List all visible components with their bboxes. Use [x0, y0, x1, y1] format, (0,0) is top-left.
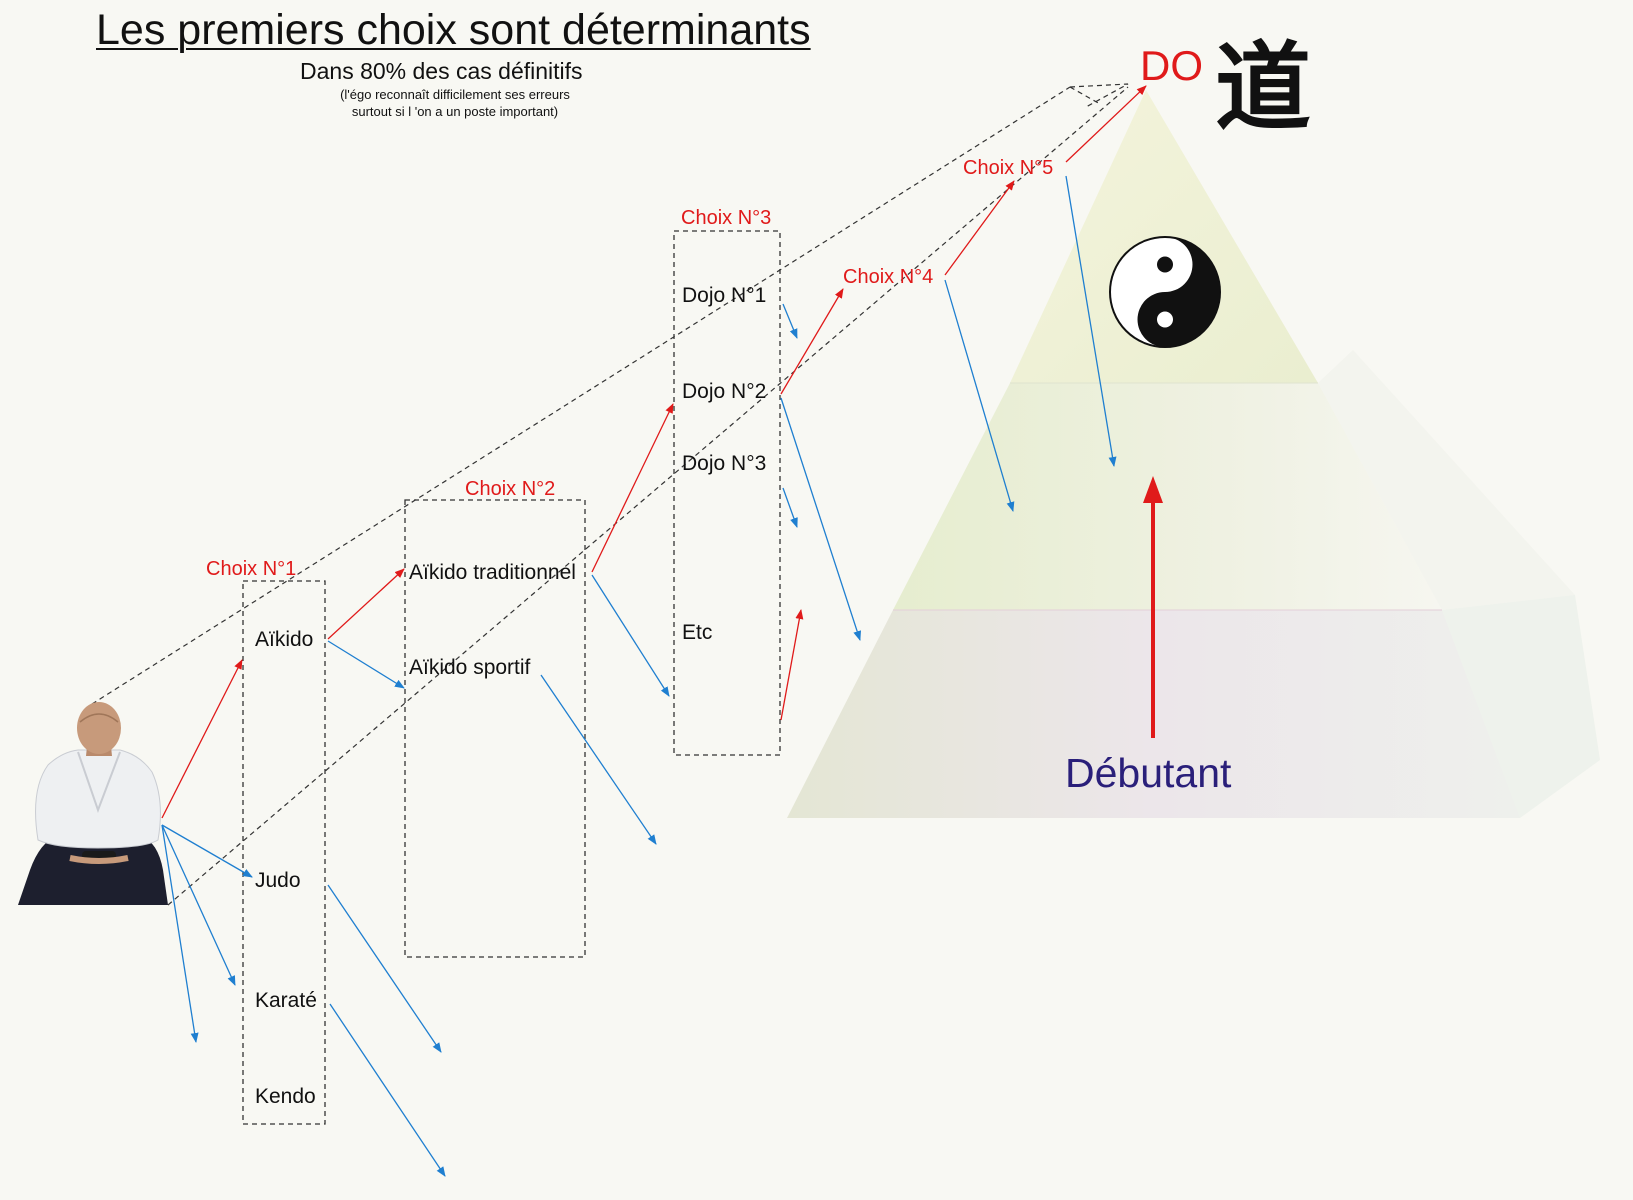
pyramid-base-label: Débutant [1065, 750, 1232, 796]
subtitle: Dans 80% des cas définitifs [300, 58, 583, 84]
pyramid [787, 90, 1600, 818]
note: (l'égo reconnaît difficilement ses erreu… [300, 86, 610, 120]
choice-1-item-aikido: Aïkido [255, 628, 314, 651]
choice-1-label: Choix N°1 [206, 558, 297, 580]
pyramid-apex-label: DO [1140, 42, 1203, 89]
choice-1-item-karate: Karaté [255, 989, 317, 1012]
page-title: Les premiers choix sont déterminants [96, 6, 811, 54]
choice-3-item-dojo-2: Dojo N°2 [682, 380, 767, 403]
dashed-guide-lines [91, 83, 1129, 906]
blue-arrows [161, 175, 1117, 1177]
choice-2-item-traditionnel: Aïkido traditionnel [409, 561, 576, 584]
choice-3-item-etc: Etc [682, 621, 713, 644]
pyramid-side-face-lower [1442, 595, 1600, 818]
choice-1-box [242, 580, 326, 1125]
practitioner-image [18, 702, 168, 905]
pyramid-side-face [1318, 350, 1575, 610]
progress-arrow-head [1143, 476, 1163, 503]
do-kanji: 道 [1215, 31, 1311, 144]
yin-yang-icon [1109, 236, 1221, 348]
note-line-2: surtout si l 'on a un poste important) [351, 104, 559, 119]
red-arrows [161, 85, 1147, 819]
choice-1-item-kendo: Kendo [255, 1085, 316, 1108]
pyramid-mid-tier [893, 383, 1442, 610]
choice-4-label: Choix N°4 [843, 266, 934, 288]
choice-1-item-judo: Judo [255, 869, 301, 892]
choice-3-item-dojo-1: Dojo N°1 [682, 284, 767, 307]
choice-5-label: Choix N°5 [963, 157, 1054, 179]
choice-2-label: Choix N°2 [465, 478, 556, 500]
choice-2-box [404, 499, 586, 958]
note-line-1: (l'égo reconnaît difficilement ses erreu… [340, 87, 570, 102]
choice-3-item-dojo-3: Dojo N°3 [682, 452, 767, 475]
choice-2-item-sportif: Aïkido sportif [409, 656, 531, 679]
choice-3-box [673, 230, 781, 756]
choice-3-label: Choix N°3 [681, 207, 772, 229]
